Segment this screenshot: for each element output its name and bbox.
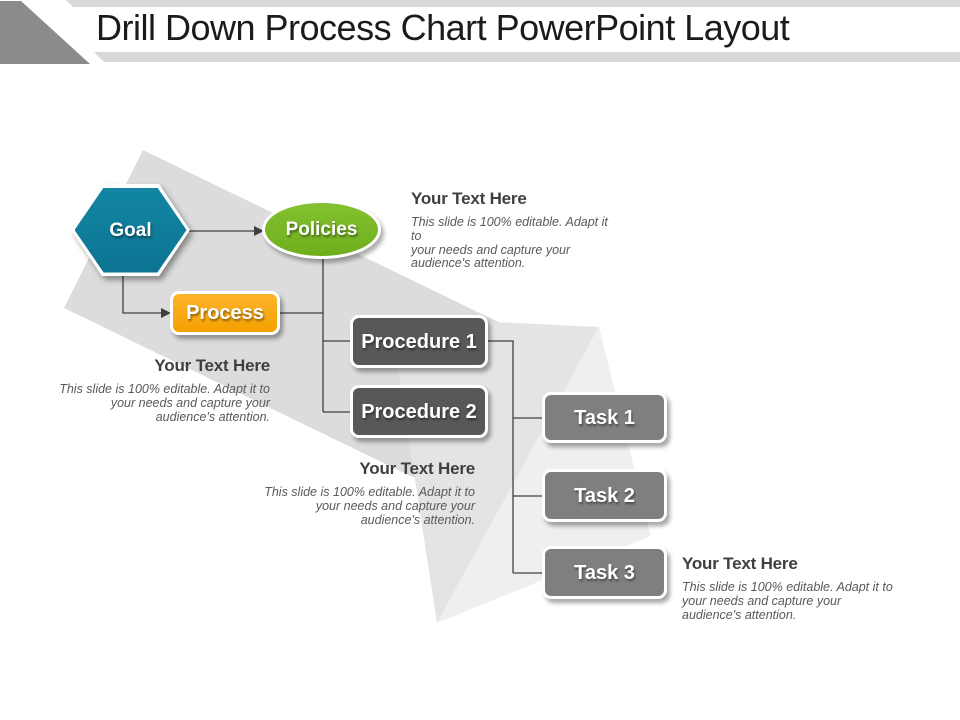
text-block-body-line: This slide is 100% editable. Adapt it to [682, 580, 893, 594]
text-block-body-line: This slide is 100% editable. Adapt it to [59, 382, 270, 396]
procedure-2-label: Procedure 2 [361, 400, 477, 423]
procedure-1-box[interactable]: Procedure 1 [350, 315, 488, 368]
text-block-body-line: audience's attention. [411, 256, 526, 271]
text-block-top-right[interactable]: Your Text Here This slide is 100% editab… [411, 189, 616, 271]
connector-arrowheads [161, 226, 264, 318]
text-block-body-line: audience's attention. [360, 512, 475, 527]
task-1-label: Task 1 [574, 406, 635, 429]
text-block-middle[interactable]: Your Text Here This slide is 100% editab… [261, 459, 475, 527]
text-block-heading: Your Text Here [411, 189, 527, 208]
connector-lines [122, 230, 543, 574]
process-label: Process [186, 302, 264, 324]
procedure-2-box[interactable]: Procedure 2 [350, 385, 488, 438]
header-top-stripe [66, 0, 960, 7]
text-block-bottom-right[interactable]: Your Text Here This slide is 100% editab… [682, 554, 897, 622]
text-block-body-line: your needs and capture your [411, 242, 571, 257]
text-block-body-line: audience's attention. [682, 607, 797, 622]
text-block-heading: Your Text Here [359, 459, 475, 478]
text-block-heading: Your Text Here [682, 554, 798, 573]
header [0, 0, 960, 64]
text-block-body-line: your needs and capture your [110, 395, 270, 410]
text-block-body-line: your needs and capture your [682, 593, 842, 608]
slide-title: Drill Down Process Chart PowerPoint Layo… [96, 7, 790, 48]
header-bottom-stripe [94, 52, 960, 62]
text-block-left[interactable]: Your Text Here This slide is 100% editab… [56, 356, 270, 424]
text-block-body-line: audience's attention. [155, 409, 270, 424]
text-block-heading: Your Text Here [154, 356, 270, 375]
task-1-box[interactable]: Task 1 [542, 392, 667, 443]
goal-label: Goal [109, 219, 152, 241]
process-box[interactable]: Process [170, 291, 280, 335]
task-2-label: Task 2 [574, 484, 635, 507]
text-block-body-line: This slide is 100% editable. Adapt it to [264, 485, 475, 499]
policies-label: Policies [285, 219, 358, 240]
task-2-box[interactable]: Task 2 [542, 469, 667, 522]
task-3-label: Task 3 [574, 561, 635, 584]
procedure-1-label: Procedure 1 [361, 330, 477, 353]
text-block-body-line: your needs and capture your [315, 498, 475, 513]
policies-ellipse[interactable]: Policies [262, 200, 381, 259]
text-block-body-line: This slide is 100% editable. Adapt it to [411, 215, 608, 243]
header-corner-triangle [0, 1, 90, 64]
task-3-box[interactable]: Task 3 [542, 546, 667, 599]
goal-hexagon[interactable]: Goal [71, 184, 190, 276]
